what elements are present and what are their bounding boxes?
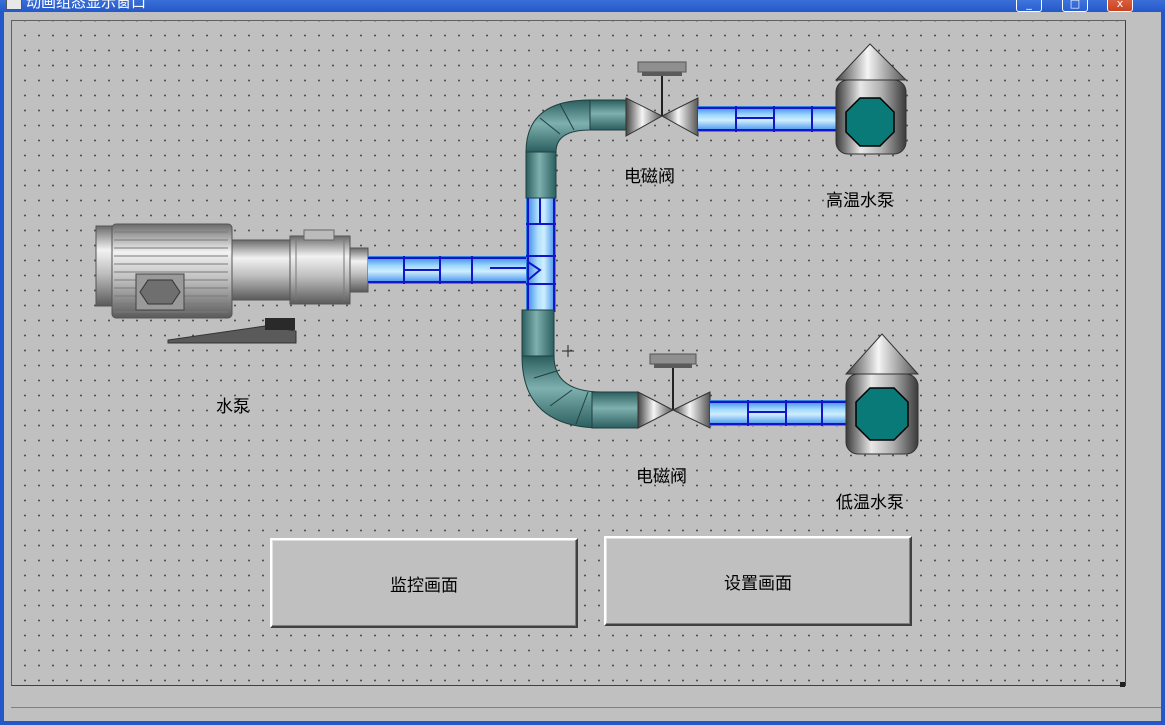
- window-frame-bottom: [0, 721, 1165, 725]
- main-pipe: [368, 256, 528, 284]
- valve-label-bottom: 电磁阀: [636, 467, 687, 487]
- crosshair-marker: [562, 345, 574, 357]
- tee-pipe: [526, 196, 556, 312]
- window-frame-right: [1161, 12, 1165, 725]
- solenoid-valve-icon-bottom: [637, 353, 711, 429]
- pump-tank-icon-high: [834, 43, 908, 155]
- resize-handle[interactable]: [1120, 682, 1125, 687]
- status-divider: [11, 707, 1161, 708]
- pump-label: 水泵: [216, 397, 250, 417]
- top-outlet-pipe: [698, 106, 836, 132]
- minimize-button[interactable]: _: [1016, 0, 1042, 12]
- maximize-icon: □: [1069, 0, 1081, 10]
- motor-pump-icon: [95, 223, 369, 344]
- title-bar: 动画组态显示窗口 _ □ x: [0, 0, 1165, 12]
- window-title: 动画组态显示窗口: [26, 0, 147, 11]
- maximize-button[interactable]: □: [1062, 0, 1088, 12]
- solenoid-valve-icon-top: [625, 61, 699, 137]
- app-icon: [6, 0, 22, 10]
- monitor-screen-button[interactable]: 监控画面: [270, 538, 578, 628]
- high-temp-pump-label: 高温水泵: [826, 191, 894, 211]
- low-temp-pump-label: 低温水泵: [836, 493, 904, 513]
- settings-screen-button[interactable]: 设置画面: [604, 536, 912, 626]
- window-frame-left: [0, 12, 4, 725]
- bottom-outlet-pipe: [710, 400, 848, 426]
- bottom-elbow: [521, 309, 639, 429]
- valve-label-top: 电磁阀: [624, 167, 675, 187]
- minimize-icon: _: [1026, 0, 1032, 10]
- close-button[interactable]: x: [1107, 0, 1133, 12]
- close-icon: x: [1116, 0, 1124, 10]
- pump-tank-icon-low: [844, 333, 920, 455]
- top-elbow: [525, 99, 627, 199]
